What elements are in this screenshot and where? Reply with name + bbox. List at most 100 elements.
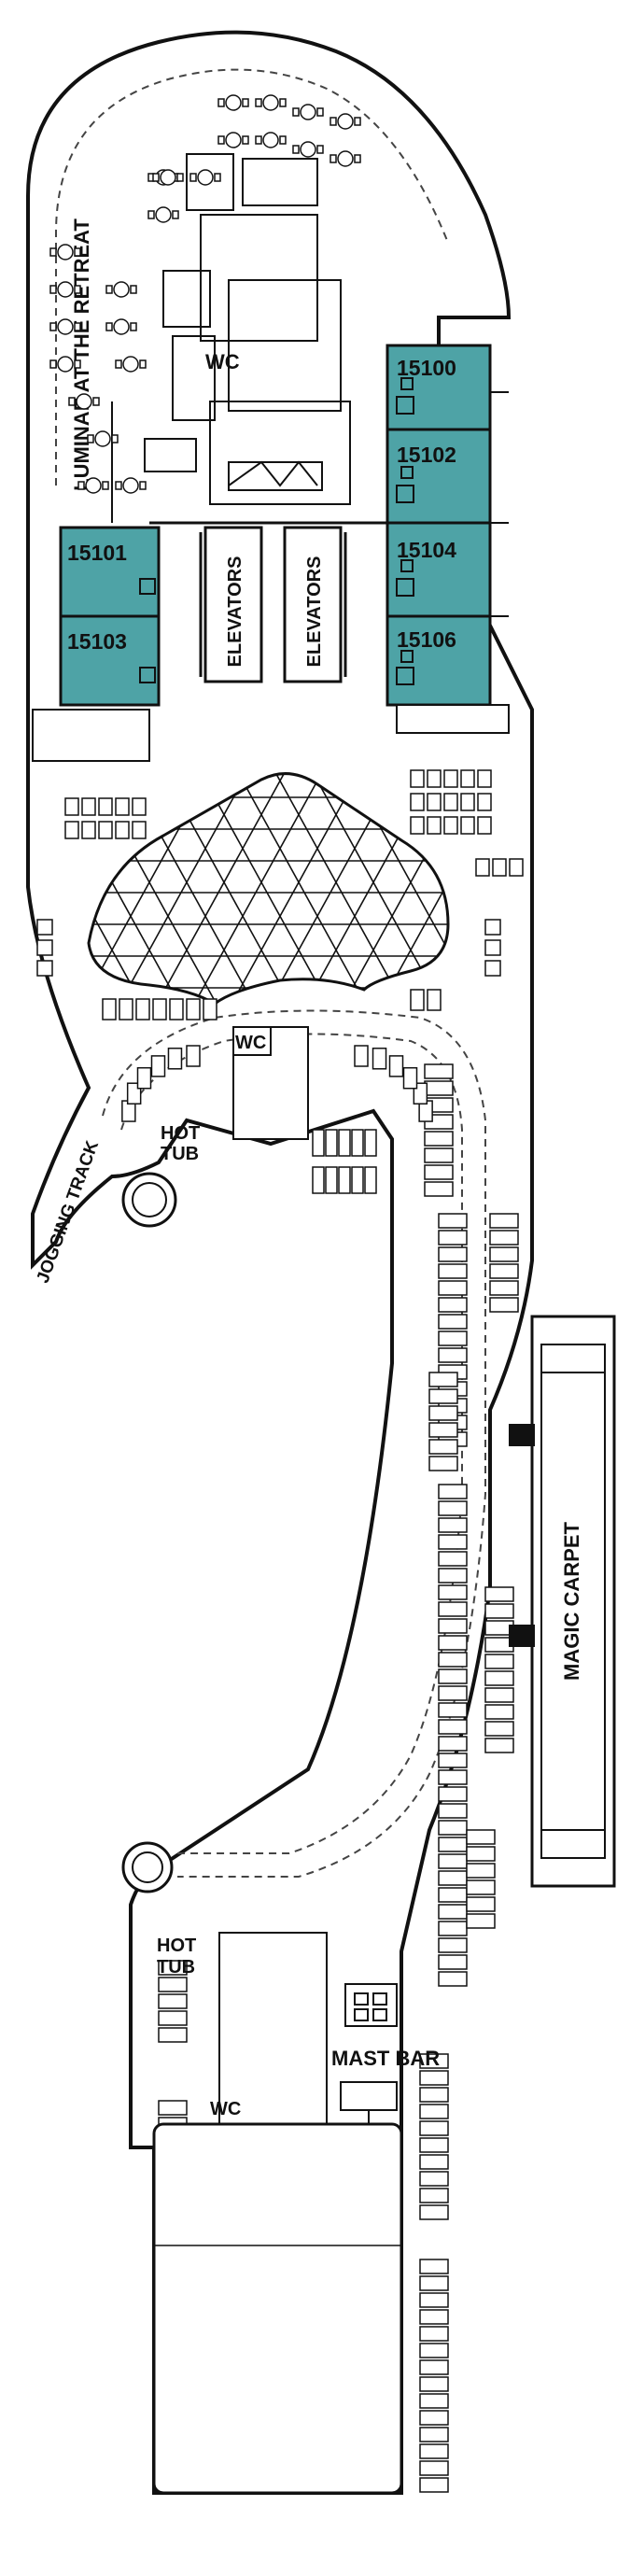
sun-lounger — [410, 793, 425, 811]
sun-lounger — [338, 1129, 351, 1157]
sun-lounger — [489, 1213, 519, 1229]
sun-lounger — [36, 960, 53, 977]
cabin-label-15101: 15101 — [67, 541, 127, 565]
table-icon — [155, 206, 172, 223]
sun-lounger — [424, 1147, 454, 1163]
chair-icon — [292, 145, 300, 154]
sun-lounger — [427, 769, 442, 788]
sun-lounger — [443, 793, 458, 811]
chair-icon — [111, 434, 119, 443]
chair-icon — [147, 210, 155, 219]
sun-lounger — [484, 1738, 514, 1753]
sun-lounger — [364, 1166, 377, 1194]
sun-lounger — [428, 1372, 458, 1387]
sun-lounger — [419, 2120, 449, 2136]
cabin-details — [139, 377, 509, 685]
sun-lounger — [150, 1055, 166, 1077]
chair-icon — [139, 481, 147, 490]
sun-lounger — [438, 1551, 468, 1567]
chair-icon — [242, 98, 249, 107]
hot-tub-1-inner — [132, 1182, 167, 1218]
sun-lounger — [475, 858, 490, 877]
sun-lounger — [484, 1654, 514, 1669]
sun-lounger — [428, 1405, 458, 1421]
sun-lounger — [203, 998, 217, 1021]
sun-lounger — [477, 816, 492, 835]
sun-lounger — [438, 1837, 468, 1852]
chair-icon — [49, 247, 57, 257]
sun-lounger — [438, 1280, 468, 1296]
sun-lounger — [388, 1055, 404, 1077]
sun-lounger — [438, 1887, 468, 1903]
table-icon — [113, 281, 130, 298]
chair-icon — [152, 173, 160, 182]
cabin-15104[interactable] — [386, 521, 492, 618]
sun-lounger — [438, 1853, 468, 1869]
sun-lounger — [489, 1246, 519, 1262]
sun-lounger — [325, 1129, 338, 1157]
table-icon — [57, 318, 74, 335]
cabin-15103[interactable] — [59, 614, 161, 707]
sun-lounger — [438, 1652, 468, 1668]
chair-icon — [115, 359, 122, 369]
sun-lounger — [419, 2188, 449, 2203]
sun-lounger — [438, 1213, 468, 1229]
table-icon — [225, 94, 242, 111]
hot-tub-1-label-tub: TUB — [161, 1144, 199, 1164]
chair-icon — [217, 135, 225, 145]
sun-lounger — [36, 939, 53, 956]
sun-lounger — [438, 1246, 468, 1262]
hot-tub-2-label-tub: TUB — [157, 1957, 195, 1978]
table-icon — [57, 356, 74, 373]
sun-lounger — [438, 1618, 468, 1634]
cabin-label-15106: 15106 — [397, 627, 456, 652]
stairwell — [228, 460, 323, 491]
sun-lounger — [438, 1330, 468, 1346]
roof-grid-line — [186, 773, 337, 1004]
sun-lounger — [419, 2343, 449, 2358]
forward-corridor — [396, 704, 510, 734]
sun-lounger — [428, 1439, 458, 1455]
table-icon — [57, 244, 74, 260]
sun-lounger — [484, 1670, 514, 1686]
sun-lounger — [484, 1603, 514, 1619]
sun-lounger — [98, 797, 113, 816]
sun-lounger — [438, 1668, 468, 1684]
sun-lounger — [484, 960, 501, 977]
sun-lounger — [438, 1769, 468, 1785]
sun-lounger — [135, 998, 150, 1021]
sun-lounger — [186, 1045, 201, 1067]
sun-lounger — [438, 1971, 468, 1987]
sun-lounger — [484, 1721, 514, 1737]
roof-grid-line — [372, 773, 448, 1004]
cabin-label-15104: 15104 — [397, 538, 456, 562]
hot-tub-2-label-hot: HOT — [157, 1936, 196, 1956]
sun-lounger — [186, 998, 201, 1021]
chair-icon — [292, 107, 300, 117]
sun-lounger — [351, 1166, 364, 1194]
sun-lounger — [438, 1568, 468, 1584]
sun-lounger — [419, 2137, 449, 2153]
chair-icon — [176, 173, 184, 182]
sun-lounger — [438, 1904, 468, 1920]
chair-icon — [87, 434, 94, 443]
sun-lounger — [312, 1166, 325, 1194]
cabin-label-15103: 15103 — [67, 629, 127, 654]
cabin-15101[interactable] — [59, 526, 161, 618]
chair-icon — [330, 154, 337, 163]
sun-lounger — [419, 2427, 449, 2442]
sun-lounger — [419, 2171, 449, 2187]
sun-lounger — [136, 1066, 152, 1090]
sun-lounger — [424, 1063, 454, 1079]
sun-lounger — [64, 797, 79, 816]
sun-lounger — [312, 1129, 325, 1157]
sun-lounger — [438, 1786, 468, 1802]
chair-icon — [49, 322, 57, 331]
magic-carpet-platform[interactable] — [509, 1315, 616, 1888]
sun-lounger — [460, 769, 475, 788]
sun-lounger — [119, 998, 133, 1021]
interior-structure — [111, 153, 387, 525]
chair-icon — [354, 154, 361, 163]
sun-lounger — [419, 2204, 449, 2220]
